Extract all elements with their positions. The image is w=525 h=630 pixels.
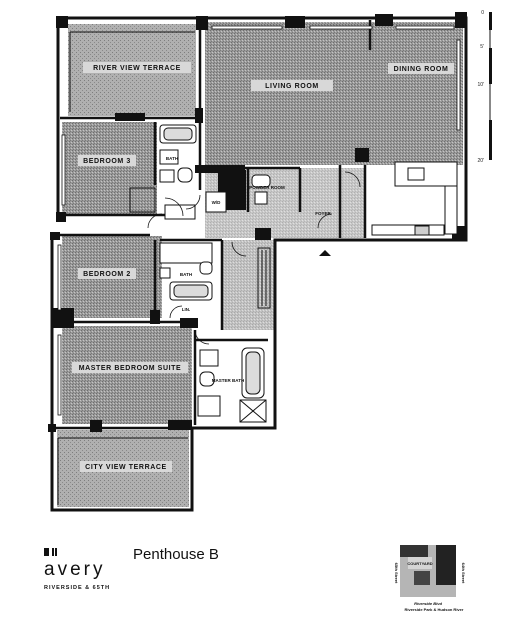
room-label-bedroom-3: BEDROOM 3: [83, 158, 131, 165]
interior-walls: [50, 20, 372, 430]
scale-label-20: 20': [477, 158, 484, 164]
room-label-wd: W/D: [212, 200, 221, 205]
entry-arrow-icon: [319, 250, 331, 256]
bath-fixtures-middle: [159, 242, 213, 301]
room-label-powder-room: POWDER ROOM: [249, 185, 285, 190]
room-label-bath-upper: BATH: [166, 156, 178, 161]
room-label-master-bath: MASTER BATH: [212, 378, 244, 383]
scale-bar: 0 5' 10' 20': [477, 10, 492, 164]
room-label-dining-room: DINING ROOM: [394, 66, 449, 73]
master-bath-fixtures: [197, 347, 267, 423]
room-labels: RIVER VIEW TERRACE LIVING ROOM DINING RO…: [72, 62, 454, 472]
scale-label-0: 0: [481, 10, 484, 16]
brand-tagline: RIVERSIDE & 65TH: [44, 585, 111, 591]
room-label-master-bedroom-suite: MASTER BEDROOM SUITE: [79, 365, 182, 372]
room-label-bath-middle: BATH: [180, 272, 192, 277]
keyplan-street-b: 64th Street: [461, 563, 466, 584]
closets: [129, 187, 271, 309]
room-label-lin: LIN.: [182, 307, 191, 312]
floor-plan: RIVER VIEW TERRACE LIVING ROOM DINING RO…: [48, 10, 492, 512]
exterior-walls: [50, 16, 468, 512]
bath-fixtures-upper: [159, 124, 197, 183]
keyplan-park: Riverside Park & Hudson River: [405, 607, 464, 612]
avery-logo-mark-icon: [44, 548, 58, 556]
keyplan-avenue: Riverside Blvd: [414, 601, 442, 606]
room-label-bedroom-2: BEDROOM 2: [83, 271, 131, 278]
door-swings: [147, 171, 361, 345]
terrace-railings: [57, 31, 195, 505]
windows: [57, 25, 461, 416]
room-label-living-room: LIVING ROOM: [265, 83, 319, 90]
room-label-foyer: FOYER: [315, 211, 331, 216]
unit-title: Penthouse B: [133, 546, 219, 563]
scale-label-10: 10': [477, 82, 484, 88]
keyplan-courtyard: COURTYARD: [407, 561, 432, 566]
brand-block: avery RIVERSIDE & 65TH: [44, 545, 144, 605]
floor-shading: [57, 22, 463, 507]
structural-columns: [48, 12, 467, 432]
keyplan-street-a: 65th Street: [394, 563, 399, 584]
room-label-river-view-terrace: RIVER VIEW TERRACE: [93, 65, 181, 72]
brand-name: avery: [44, 559, 106, 580]
room-label-city-view-terrace: CITY VIEW TERRACE: [85, 464, 167, 471]
scale-label-5: 5': [480, 44, 484, 50]
key-plan: COURTYARD 65th Street 64th Street Rivers…: [394, 545, 466, 612]
powder-room-fixtures: [205, 174, 271, 213]
kitchen-fixtures: [371, 161, 458, 236]
